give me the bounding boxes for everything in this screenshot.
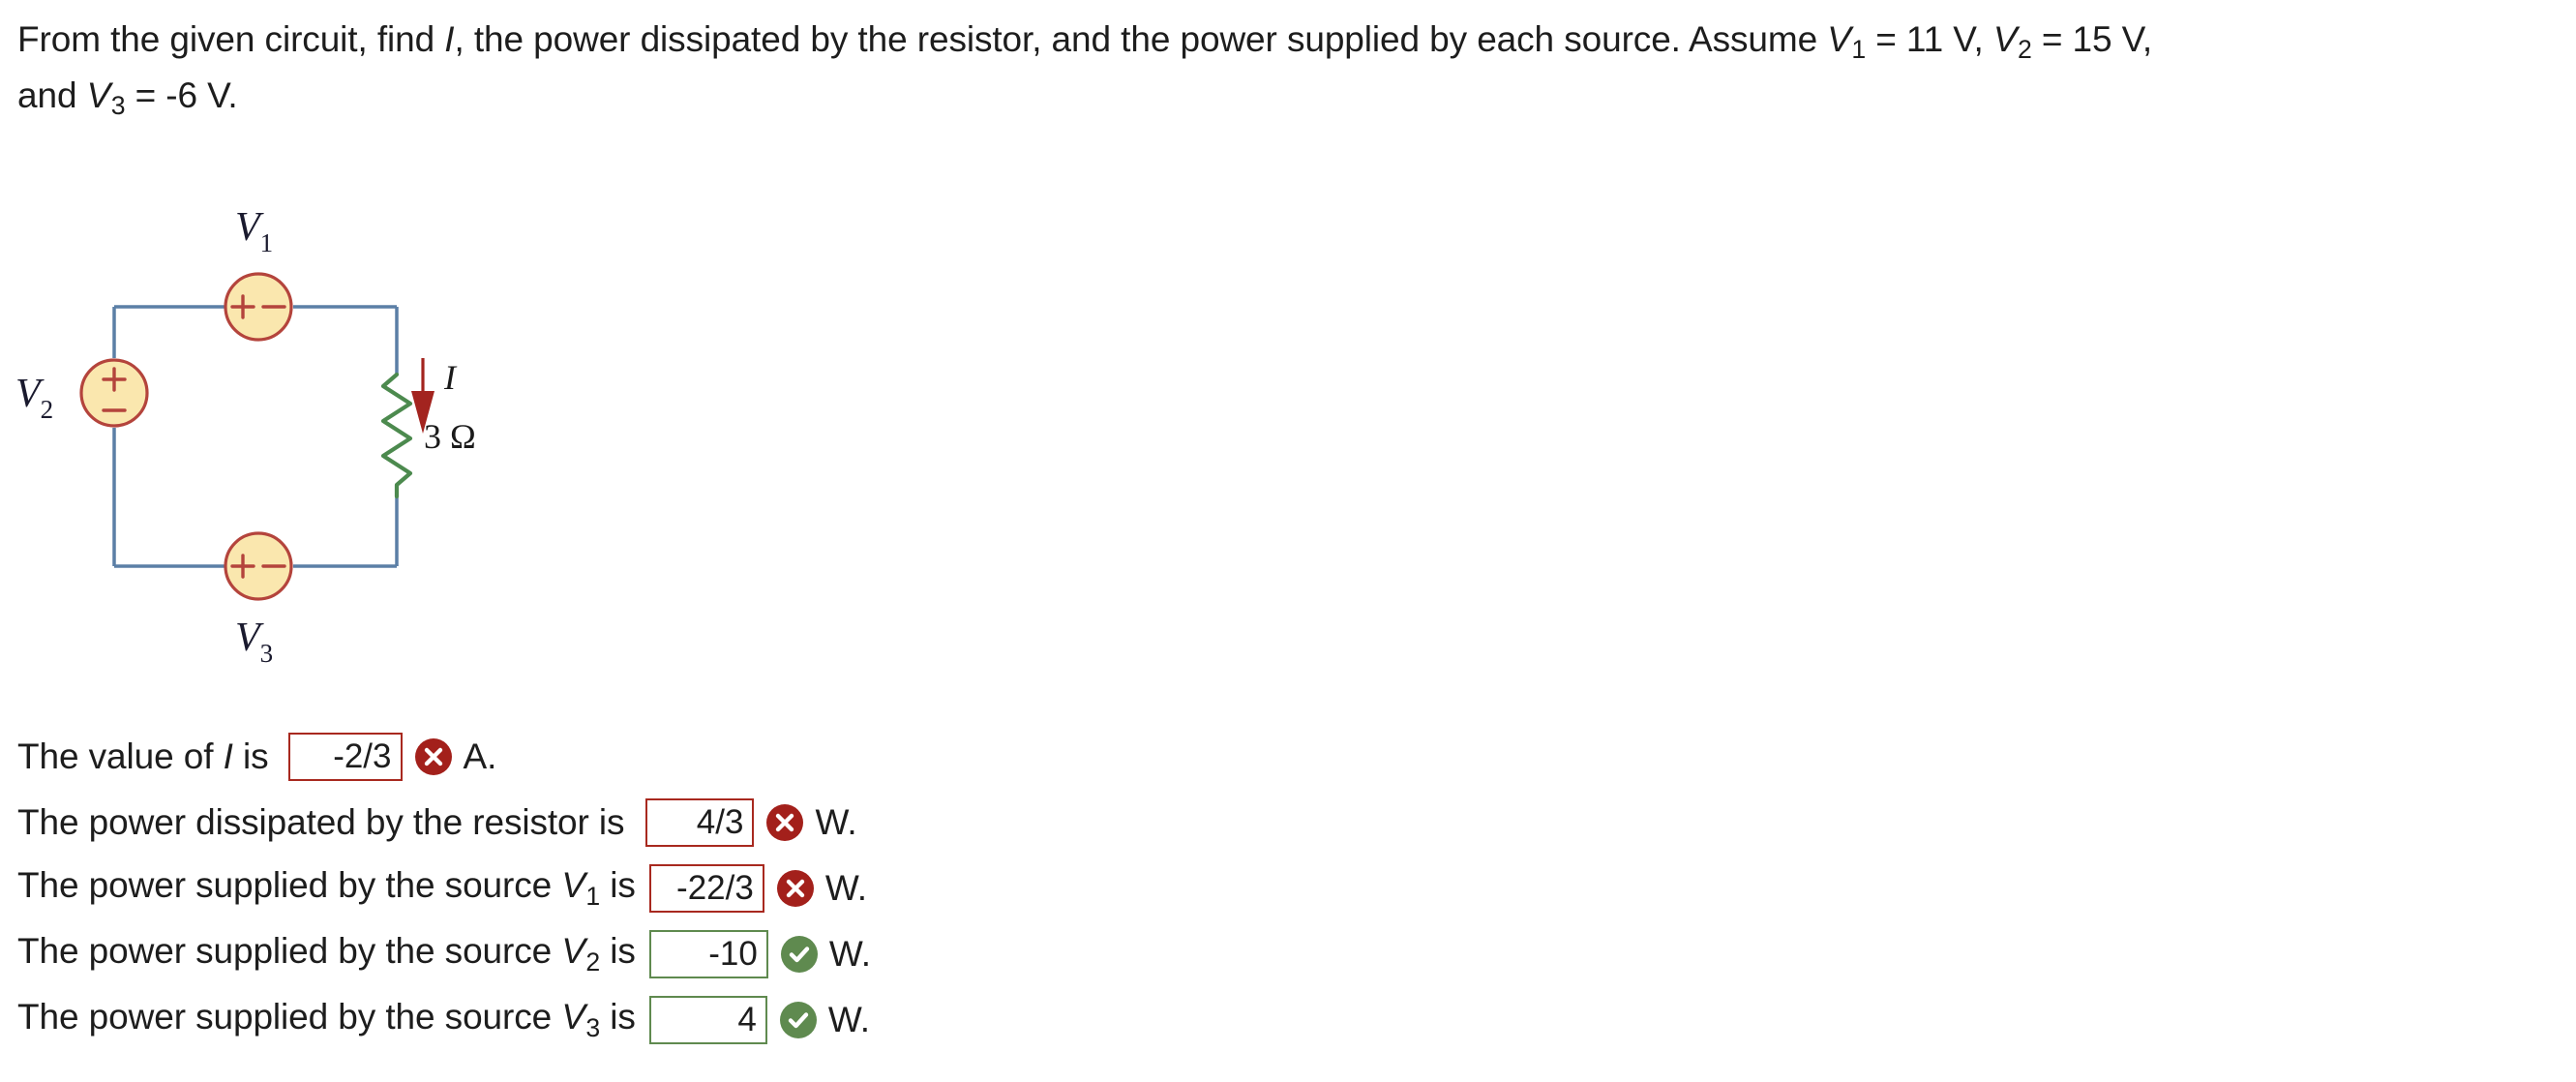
correct-icon	[779, 1002, 817, 1038]
answer-unit-resistor-power: W.	[815, 802, 857, 842]
problem-text-part2: , the power dissipated by the resistor, …	[454, 19, 1828, 59]
label-var-I: I	[223, 736, 233, 776]
label-var-v2: V2	[561, 931, 601, 977]
incorrect-icon	[766, 804, 804, 841]
source-v2	[79, 358, 149, 428]
problem-statement: From the given circuit, find I, the powe…	[17, 14, 2514, 126]
current-arrow-icon	[411, 358, 434, 434]
source-v1-label: V1	[235, 205, 273, 257]
source-v3	[224, 531, 293, 601]
answer-label-v2-power: The power supplied by the source V2 is	[17, 931, 636, 977]
answer-unit-v2-power: W.	[828, 934, 871, 974]
answers-list: The value of I is -2/3 A. The power diss…	[17, 724, 1372, 1053]
assume-v3: V3	[86, 75, 126, 121]
answer-row-v1-power: The power supplied by the source V1 is -…	[17, 856, 1372, 921]
circuit-wires	[112, 305, 399, 568]
answer-row-resistor-power: The power dissipated by the resistor is …	[17, 790, 1372, 856]
label-var-v1: V1	[561, 865, 601, 911]
problem-text-part1: From the given circuit, find	[17, 19, 445, 59]
source-v2-label: V2	[15, 372, 53, 424]
answer-input-v2-power[interactable]: -10	[648, 930, 768, 978]
answer-row-v2-power: The power supplied by the source V2 is -…	[17, 921, 1372, 987]
incorrect-icon	[414, 738, 452, 775]
incorrect-icon	[776, 870, 814, 907]
current-label: I	[443, 358, 458, 397]
assume-v1: V1	[1827, 19, 1867, 65]
answer-label-v1-power: The power supplied by the source V1 is	[17, 865, 636, 911]
answer-input-v1-power[interactable]: -22/3	[648, 864, 764, 913]
symbol-current-I: I	[444, 19, 455, 59]
resistor-symbol	[380, 372, 413, 499]
answer-unit-current: A.	[463, 736, 497, 776]
answer-unit-v3-power: W.	[827, 1000, 870, 1039]
answer-input-v3-power[interactable]: 4	[648, 996, 767, 1044]
resistor-label: 3 Ω	[424, 417, 476, 456]
assume-v3-value: = -6 V.	[125, 75, 238, 115]
answer-row-current: The value of I is -2/3 A.	[17, 724, 1372, 790]
source-v3-label: V3	[235, 616, 273, 668]
assume-v2: V2	[1992, 19, 2032, 65]
answer-row-v3-power: The power supplied by the source V3 is 4…	[17, 987, 1372, 1053]
answer-input-resistor-power[interactable]: 4/3	[645, 798, 755, 847]
answer-label-v3-power: The power supplied by the source V3 is	[17, 997, 636, 1042]
answer-label-resistor-power: The power dissipated by the resistor is	[17, 802, 625, 842]
circuit-diagram: 3 Ω I V1 V2	[0, 174, 523, 677]
answer-input-current[interactable]: -2/3	[287, 733, 403, 781]
problem-line2-prefix: and	[17, 75, 87, 115]
answer-unit-v1-power: W.	[824, 868, 867, 908]
assume-v1-value: = 11 V,	[1866, 19, 1993, 59]
source-v1	[224, 272, 293, 342]
label-var-v3: V3	[561, 997, 601, 1042]
answer-label-current: The value of I is	[17, 736, 269, 776]
correct-icon	[780, 936, 818, 973]
assume-v2-value: = 15 V,	[2031, 19, 2153, 59]
